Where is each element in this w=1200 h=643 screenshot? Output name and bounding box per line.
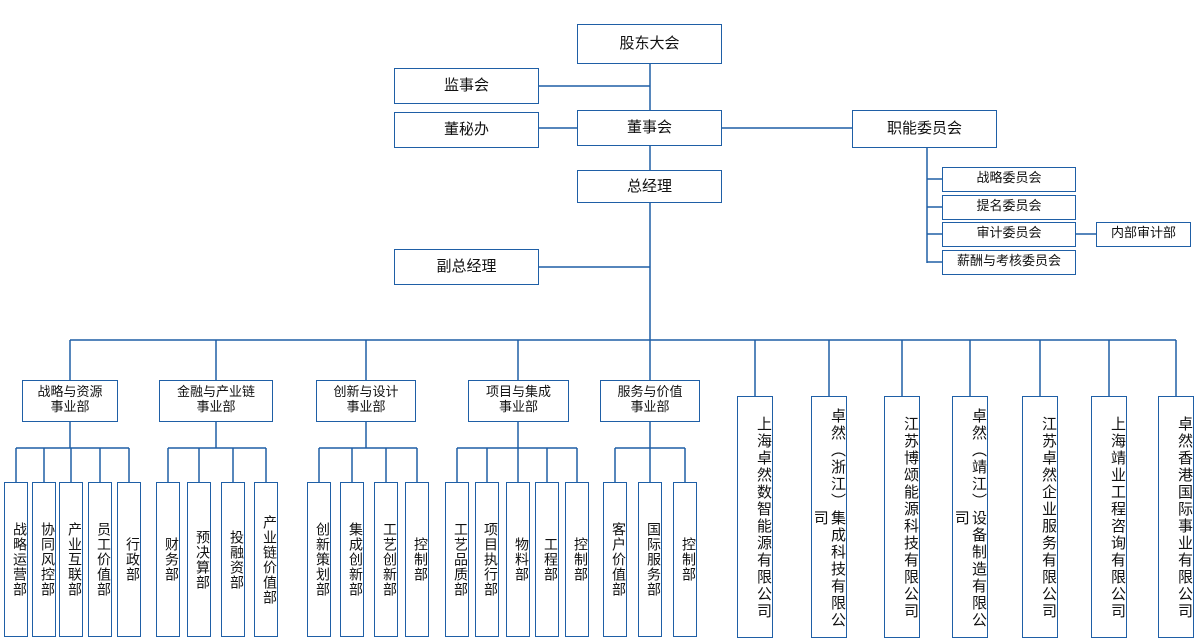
division-finance-industry-chain: 金融与产业链 事业部 (159, 380, 273, 422)
committee-nomination-box: 提名委员会 (942, 195, 1076, 220)
board-of-directors-box: 董事会 (577, 110, 722, 146)
dept-box: 控制部 (565, 482, 589, 637)
committee-audit-box: 审计委员会 (942, 222, 1076, 247)
dept-box: 项目执行部 (475, 482, 499, 637)
internal-audit-box: 内部审计部 (1096, 222, 1191, 247)
dept-box: 工程部 (535, 482, 559, 637)
dept-box: 行政部 (117, 482, 141, 637)
committee-compensation-box: 薪酬与考核委员会 (942, 250, 1076, 275)
dept-box: 工艺品质部 (445, 482, 469, 637)
dept-box: 工艺创新部 (374, 482, 398, 637)
dept-box: 财务部 (156, 482, 180, 637)
dept-box: 员工价值部 (88, 482, 112, 637)
company-box: 上海靖业工程咨询有限公司 (1091, 396, 1127, 638)
general-manager-box: 总经理 (577, 170, 722, 203)
dept-box: 控制部 (673, 482, 697, 637)
company-box: 卓然（浙江）集成科技有限公司 (811, 396, 847, 638)
dept-box: 协同风控部 (32, 482, 56, 637)
dept-box: 物料部 (506, 482, 530, 637)
dept-box: 产业互联部 (59, 482, 83, 637)
company-box: 卓然（靖江）设备制造有限公司 (952, 396, 988, 638)
committee-strategy-box: 战略委员会 (942, 167, 1076, 192)
dept-box: 预决算部 (187, 482, 211, 637)
functional-committees-box: 职能委员会 (852, 110, 997, 148)
dept-box: 国际服务部 (638, 482, 662, 637)
division-innovation-design: 创新与设计 事业部 (316, 380, 416, 422)
division-strategy-resources: 战略与资源 事业部 (22, 380, 118, 422)
dept-box: 投融资部 (221, 482, 245, 637)
division-service-value: 服务与价值 事业部 (600, 380, 700, 422)
secretary-office-box: 董秘办 (394, 112, 539, 148)
dept-box: 战略运营部 (4, 482, 28, 637)
dept-box: 集成创新部 (340, 482, 364, 637)
shareholders-meeting-box: 股东大会 (577, 24, 722, 64)
division-project-integration: 项目与集成 事业部 (468, 380, 569, 422)
company-box: 卓然香港国际事业有限公司 (1158, 396, 1194, 638)
dept-box: 控制部 (405, 482, 429, 637)
company-box: 江苏卓然企业服务有限公司 (1022, 396, 1058, 638)
deputy-general-manager-box: 副总经理 (394, 249, 539, 285)
dept-box: 创新策划部 (307, 482, 331, 637)
company-box: 上海卓然数智能源有限公司 (737, 396, 773, 638)
supervisory-board-box: 监事会 (394, 68, 539, 104)
dept-box: 客户价值部 (603, 482, 627, 637)
dept-box: 产业链价值部 (254, 482, 278, 637)
company-box: 江苏博颂能源科技有限公司 (884, 396, 920, 638)
